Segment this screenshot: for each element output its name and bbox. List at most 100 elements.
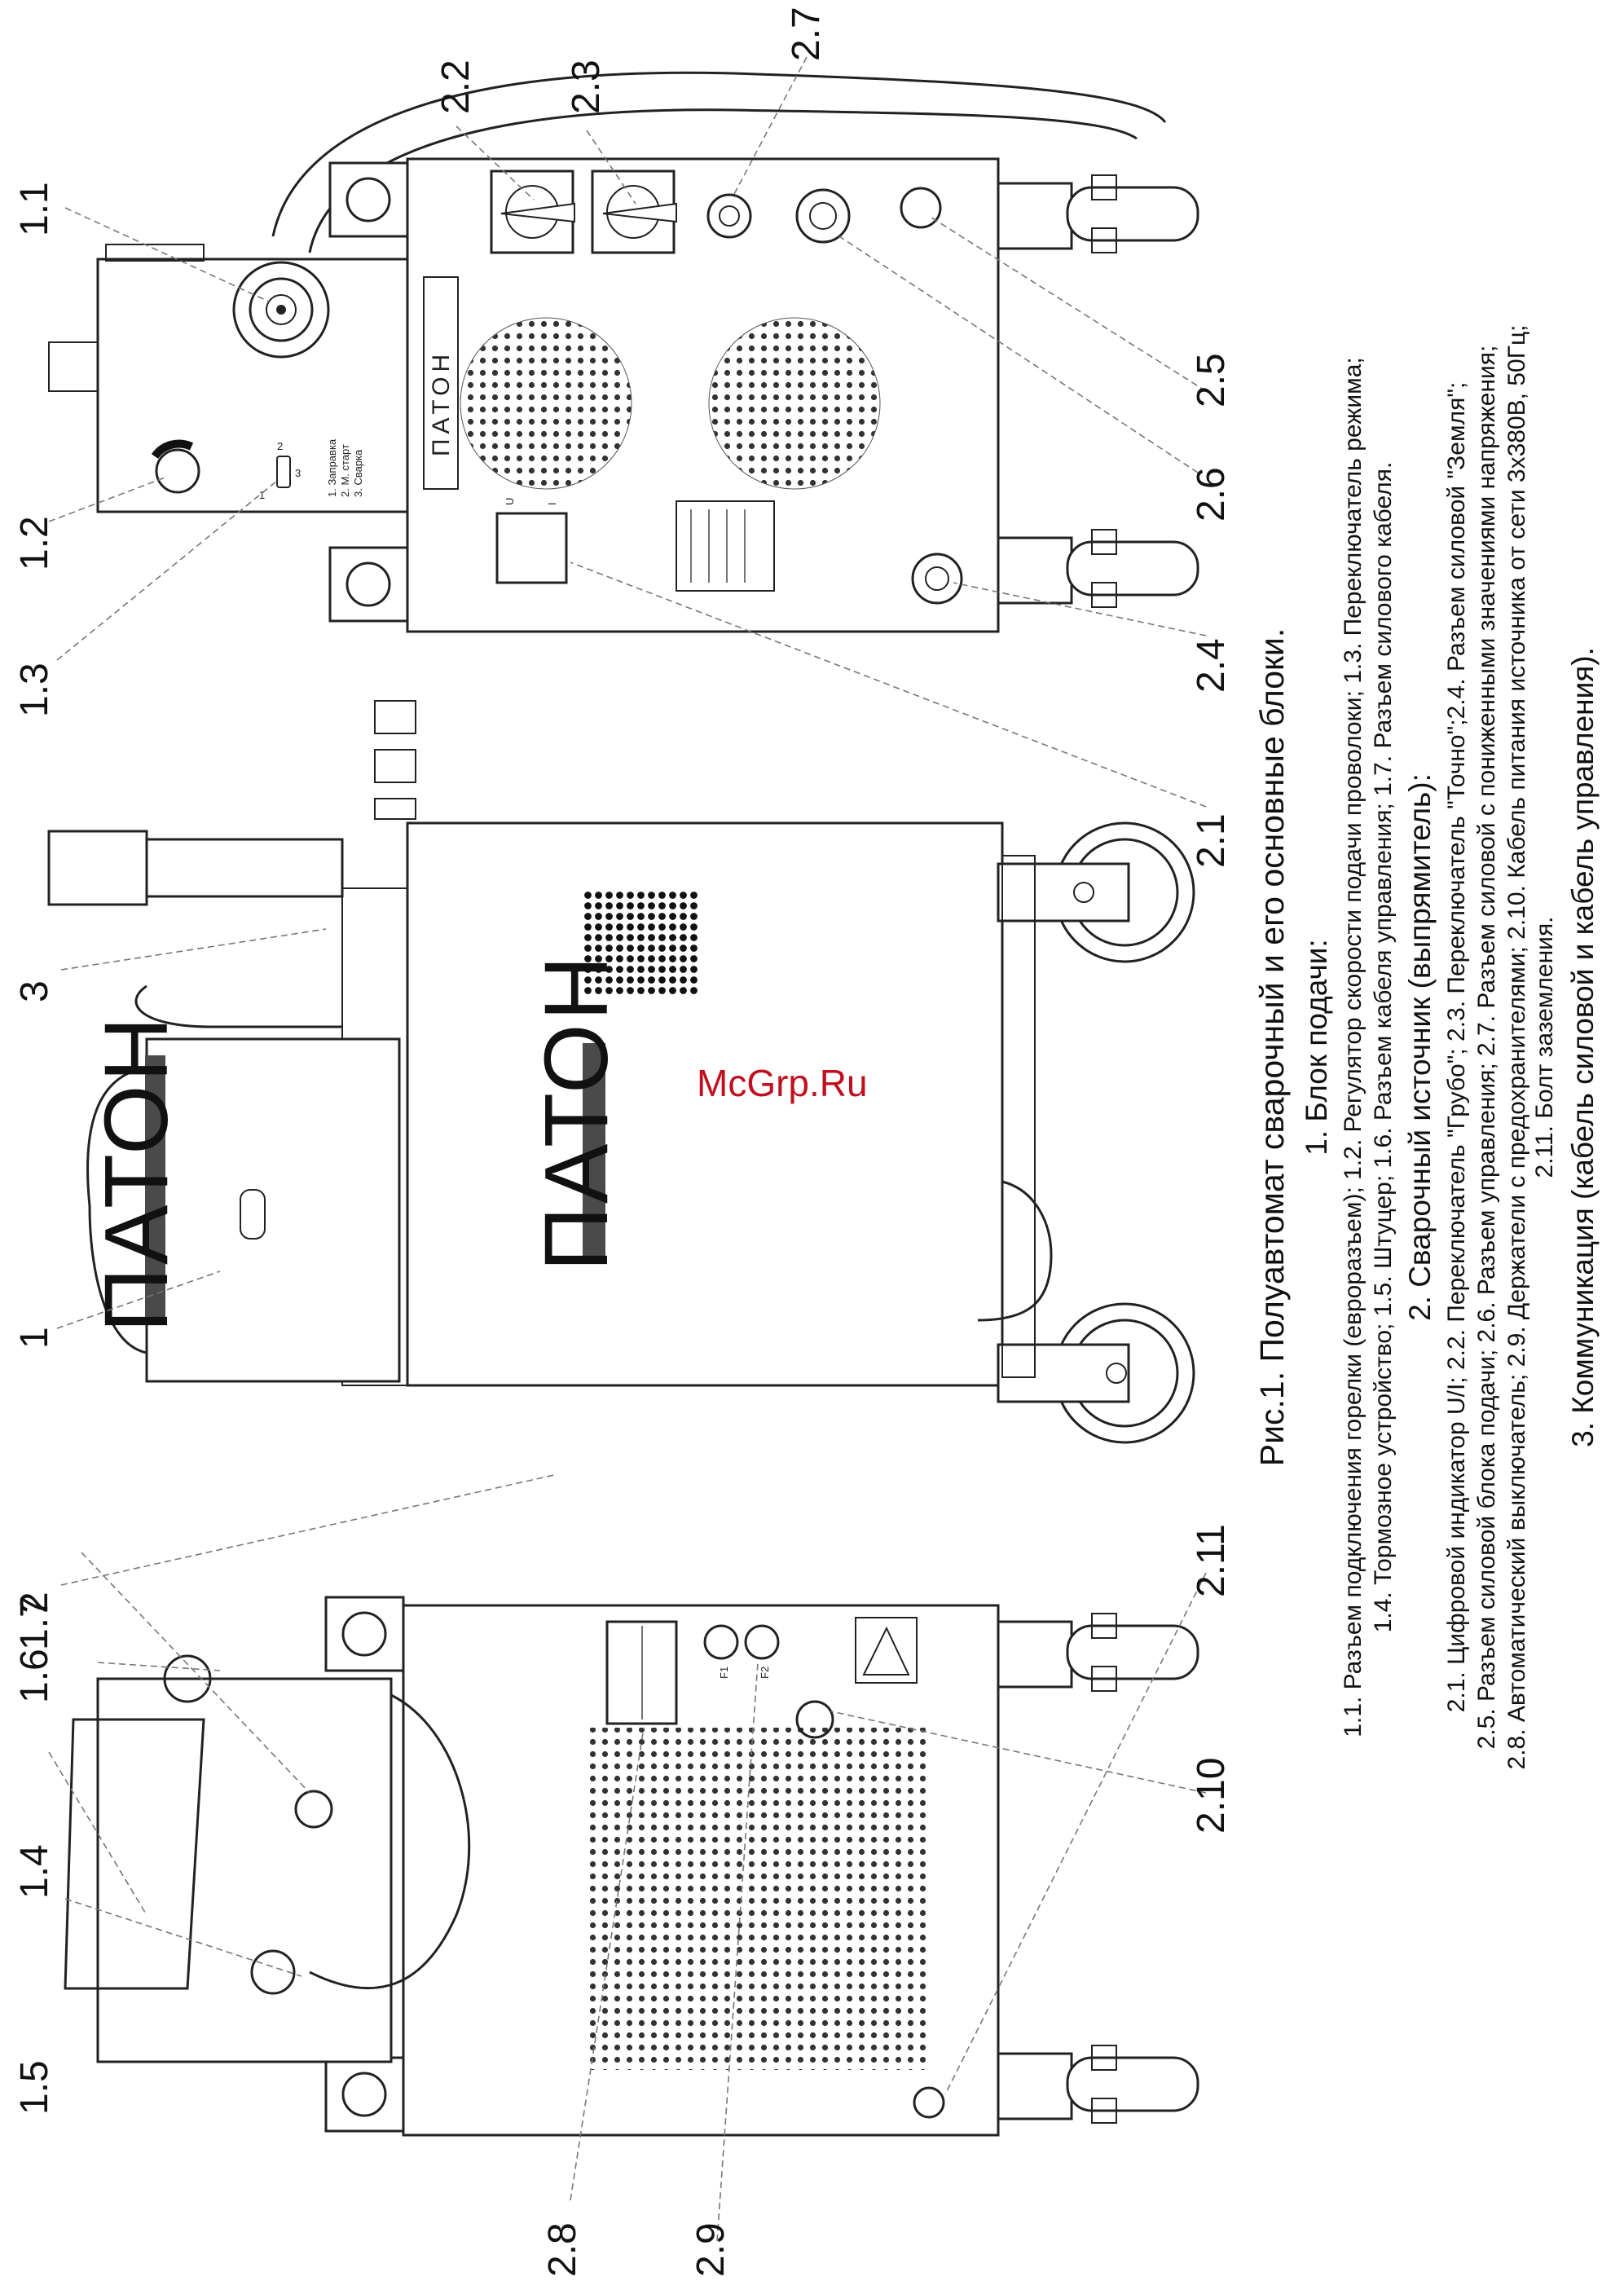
side-conn-b — [374, 749, 416, 783]
cable-loop-side — [977, 1180, 1053, 1322]
leader-2-2 — [456, 125, 535, 200]
leader-2-3 — [586, 130, 636, 205]
mode-legend-3: 3. Сварка — [352, 449, 364, 497]
label-1-6: 1.6 — [13, 1649, 56, 1703]
label-2-2: 2.2 — [434, 59, 478, 114]
indicator-u: U — [504, 498, 516, 505]
leader-1-7 — [81, 1552, 310, 1794]
mode-pos-2: 2 — [277, 440, 283, 452]
feeder-side-fitting — [48, 341, 99, 392]
hose-top — [134, 984, 342, 1028]
label-2-7: 2.7 — [785, 7, 828, 61]
label-2-3: 2.3 — [565, 59, 608, 114]
label-1-2: 1.2 — [13, 516, 56, 570]
plug-bracket — [145, 838, 344, 898]
rear-lug-2 — [324, 2056, 405, 2133]
control-connector — [795, 188, 851, 244]
lifting-lug-2 — [328, 546, 409, 623]
brand-strip-label: ПАТОН — [428, 350, 455, 456]
side-conn-c — [374, 798, 416, 820]
leader-1-3 — [56, 480, 278, 661]
wheel-front-1 — [997, 174, 1199, 253]
label-1-5: 1.5 — [13, 2060, 56, 2115]
leader-1 — [56, 1270, 221, 1329]
rear-cable — [309, 1693, 471, 1990]
mode-switch: 1 2 3 — [259, 440, 301, 501]
brand-bar-feeder — [145, 1055, 165, 1324]
nameplate — [676, 500, 775, 592]
side-vent — [583, 888, 701, 994]
wheel-front-2 — [997, 529, 1199, 608]
caption-sec2-l1: 2.1. Цифровой индикатор U/I; 2.2. Перекл… — [1443, 382, 1470, 1713]
side-bottom-edge — [1001, 855, 1036, 1378]
watermark: McGrp.Ru — [697, 1062, 868, 1104]
mode-legend-2: 2. М. старт — [339, 444, 351, 497]
leader-2 — [60, 1474, 555, 1586]
brand-source: ПАТОН — [526, 953, 627, 1271]
fan-grill-1 — [460, 317, 632, 490]
circuit-breaker — [605, 1620, 678, 1725]
caption-sec2-l2: 2.5. Разъем силовой блока подачи; 2.6. Р… — [1473, 346, 1500, 1750]
fine-switch — [591, 170, 677, 254]
leader-1-5 — [64, 1898, 302, 1977]
speed-regulator-knob — [151, 439, 200, 494]
mains-cable-gland — [795, 1700, 834, 1739]
fuse-f2 — [744, 1624, 780, 1660]
callouts: 1.1 1.2 1.3 3 1 2 1.7 1.6 1.4 1.5 2.2 2.… — [13, 7, 1233, 2277]
caption-sec2-l3: 2.8. Автоматический выключатель; 2.9. Де… — [1503, 325, 1530, 1770]
control-cable-connector — [163, 1654, 212, 1703]
cable-loop-outer — [271, 71, 1167, 237]
feeder-power-connector — [900, 187, 942, 229]
label-2-9: 2.9 — [689, 2222, 733, 2277]
label-2: 2 — [13, 1592, 56, 1614]
feeder-handle — [86, 1066, 147, 1354]
leader-1-6 — [97, 1662, 221, 1671]
brand-bar-source — [583, 1043, 605, 1263]
mode-pos-1: 1 — [259, 489, 265, 501]
caption-sec3: 3. Коммуникация (кабель силовой и кабель… — [1566, 647, 1600, 1447]
mode-legend-1: 1. Заправка — [326, 438, 338, 497]
leader-2-1 — [570, 561, 1207, 808]
wheel-rear-1 — [997, 1613, 1199, 1692]
leader-2-8 — [570, 1727, 645, 2201]
fan-grill-2 — [708, 317, 881, 490]
feeder-box-top — [96, 258, 413, 513]
rear-lug-1 — [324, 1596, 405, 1672]
caption-sec2: 2. Сварочный источник (выпрямитель): — [1403, 773, 1437, 1321]
feeder-window — [240, 1189, 266, 1240]
ground-connector — [911, 553, 963, 605]
view-front-panel: 1 2 3 1. Заправка 2. М. старт 3. Сварка … — [48, 71, 1199, 633]
label-1-4: 1.4 — [13, 1844, 56, 1899]
leader-2-4 — [953, 582, 1207, 636]
leader-3 — [60, 928, 327, 971]
connector-low-voltage — [706, 193, 752, 239]
wheel-side-2 — [997, 1302, 1195, 1444]
feeder-box-rear — [96, 1677, 393, 2063]
leader-2-11 — [944, 1572, 1207, 2095]
label-2-4: 2.4 — [1190, 638, 1233, 693]
side-conn-a — [374, 700, 416, 734]
warning-label — [855, 1617, 918, 1684]
label-1-7: 1.7 — [13, 1596, 56, 1650]
rear-grill — [587, 1728, 929, 2070]
label-2-10: 2.10 — [1190, 1758, 1233, 1834]
mode-pos-3: 3 — [295, 467, 301, 479]
caption-title: Рис.1. Полуавтомат сварочный и его основ… — [1253, 628, 1291, 1466]
caption-sec2-l4: 2.11. Болт заземления. — [1531, 916, 1558, 1178]
feeder-latch — [105, 244, 205, 262]
view-rear: F1 F2 — [64, 1596, 1199, 2137]
brand-strip — [423, 276, 459, 490]
view-side: ПАТОН ПАТОН — [47, 700, 1195, 1444]
fuse-f1 — [703, 1624, 739, 1660]
label-2-1: 2.1 — [1190, 813, 1233, 868]
label-2-6: 2.6 — [1190, 467, 1233, 522]
label-2-8: 2.8 — [541, 2222, 584, 2277]
caption-sec1-l2: 1.4. Тормозное устройство; 1.5. Штуцер; … — [1370, 462, 1397, 1633]
label-2-5: 2.5 — [1190, 353, 1233, 407]
caption-sec1-l1: 1.1. Разъем подключения горелки (еврораз… — [1340, 357, 1367, 1737]
leader-2-6 — [838, 236, 1199, 473]
source-box-side — [406, 821, 1004, 1387]
label-1: 1 — [13, 1327, 56, 1349]
label-2-11: 2.11 — [1190, 1524, 1233, 1597]
leader-2-5 — [928, 215, 1207, 392]
